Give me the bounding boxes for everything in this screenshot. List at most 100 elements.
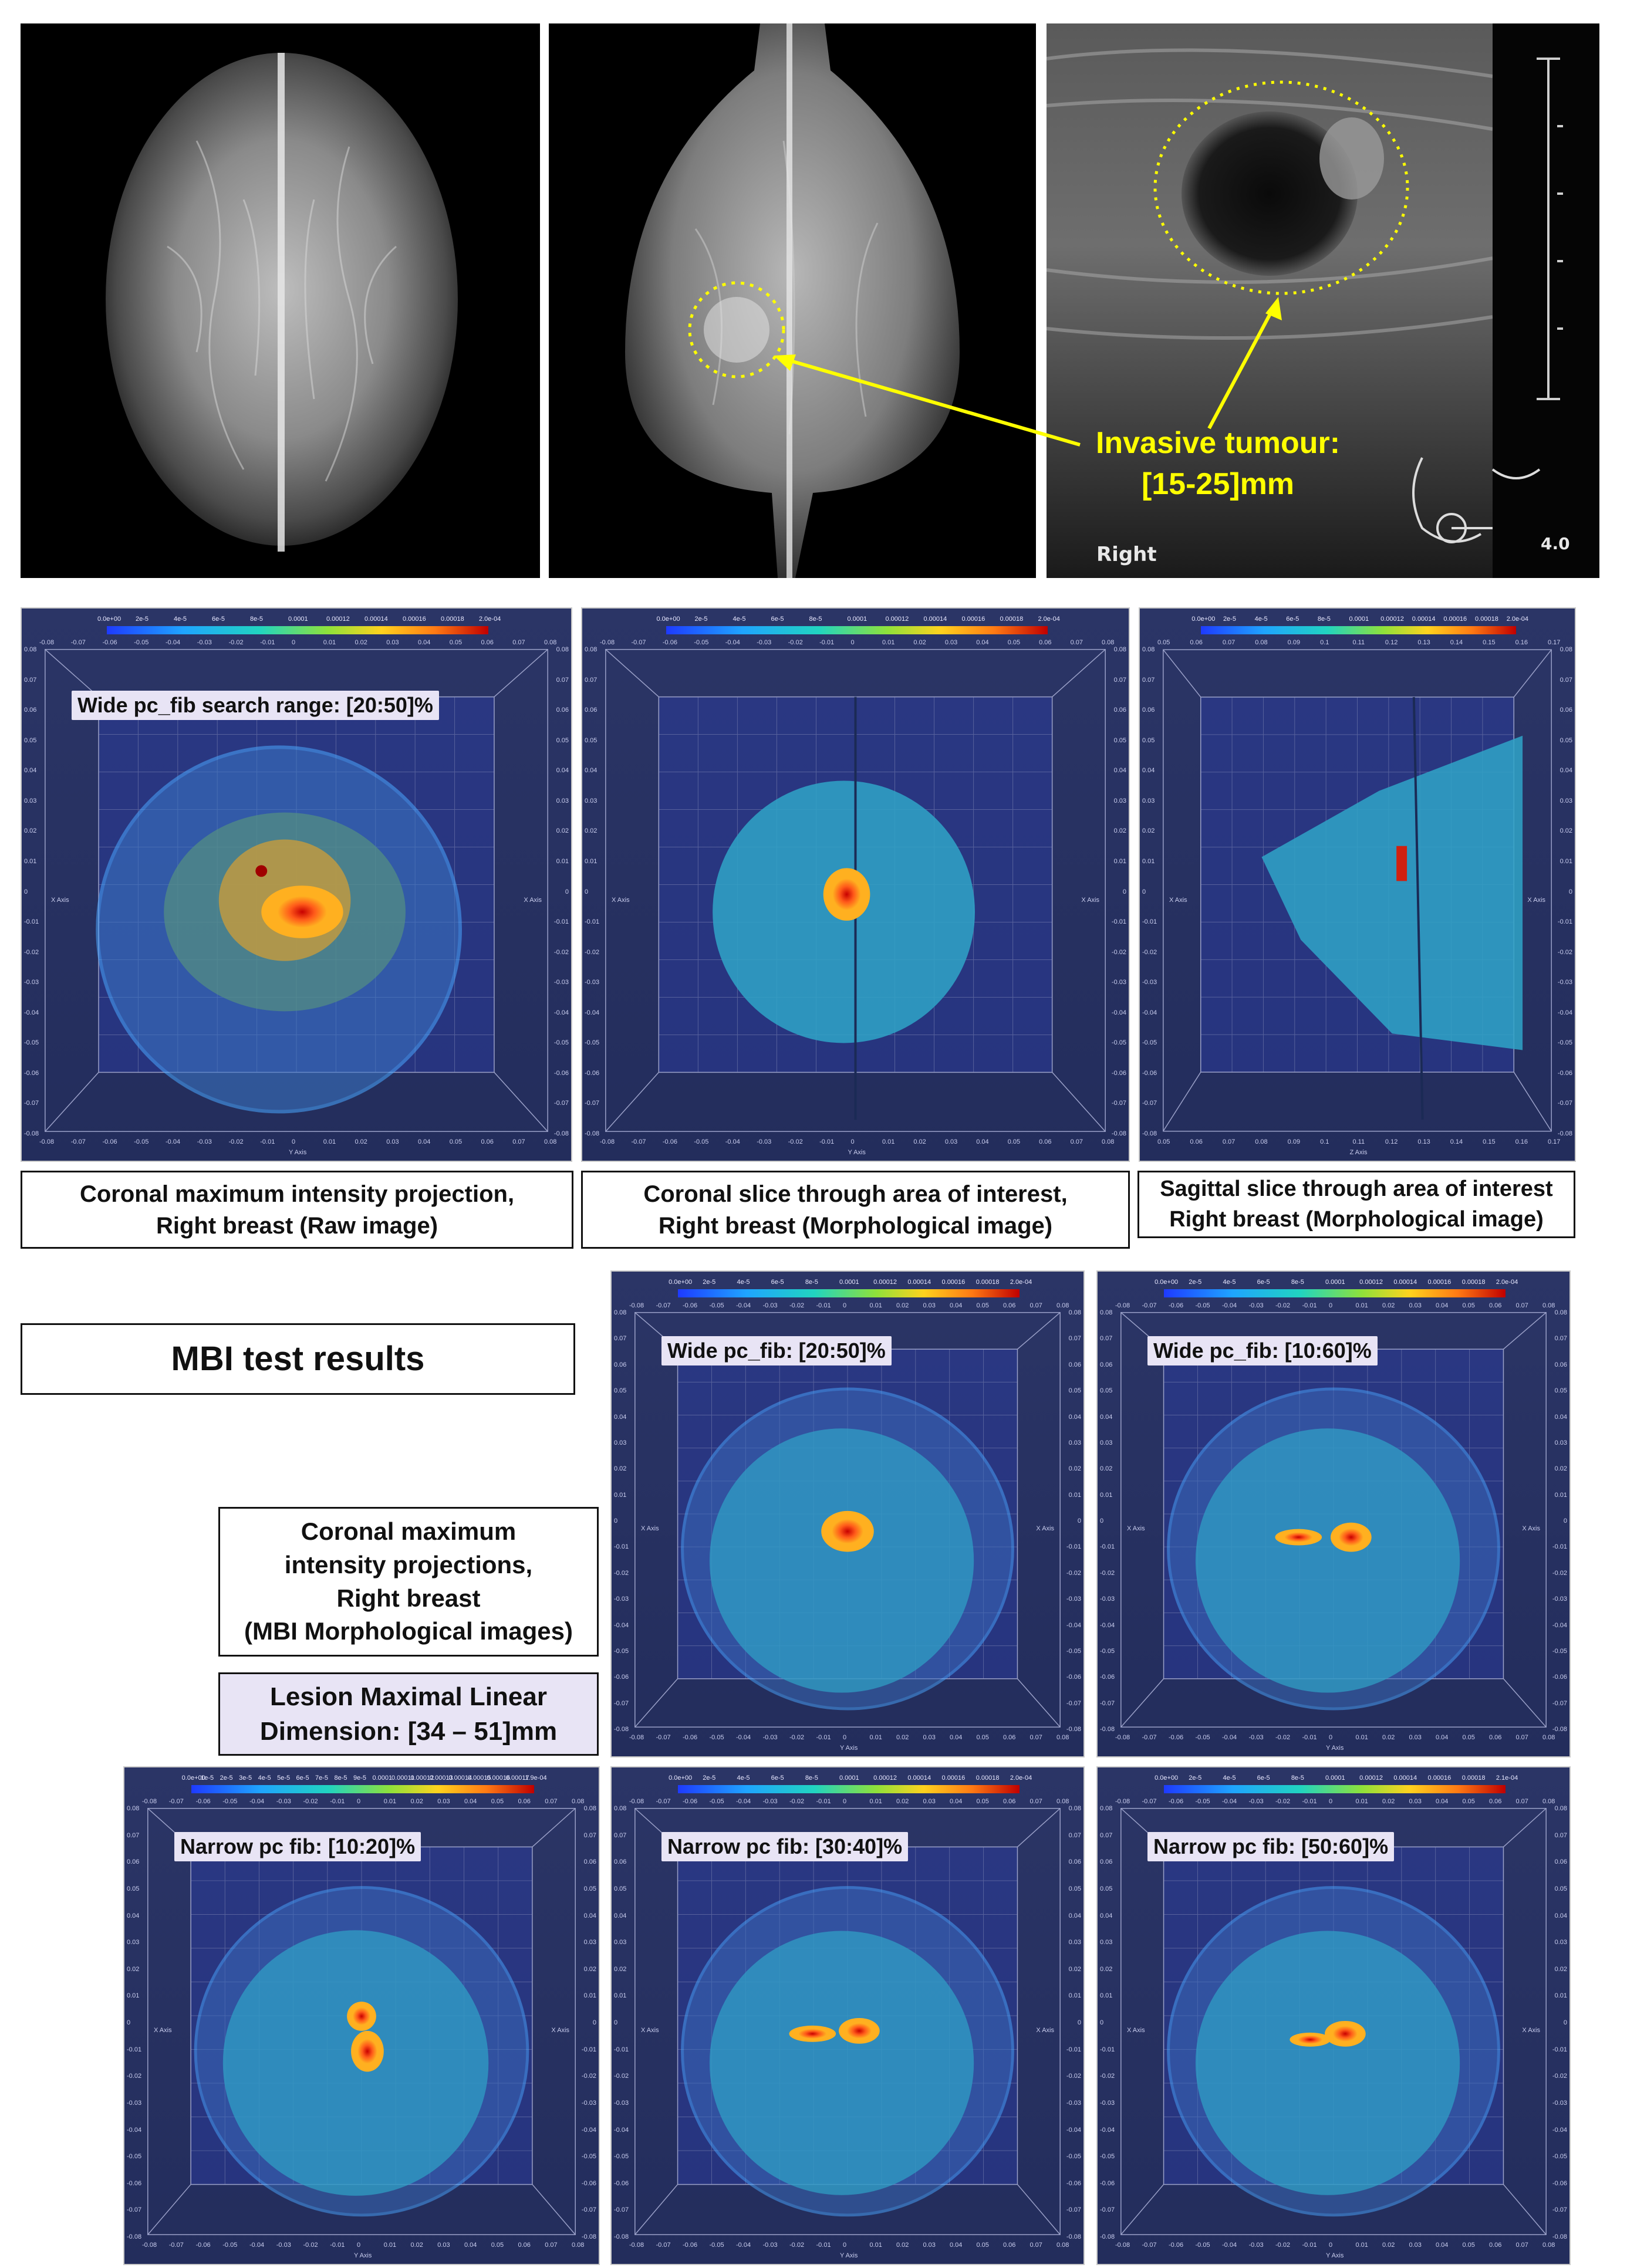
colorbar-tick: 0.0001 (288, 616, 308, 623)
axis-tick-label: -0.07 (656, 1734, 671, 1741)
axis-tick-label: -0.04 (1100, 2126, 1115, 2134)
axis-tick-label: -0.01 (1302, 2242, 1317, 2249)
axis-tick-label: 0.08 (1102, 639, 1115, 646)
colorbar-tick: 0.00018 (1000, 616, 1024, 623)
axis-tick-label: -0.05 (134, 1138, 149, 1145)
colorbar-tick: 2.0e-04 (1010, 1774, 1032, 1782)
axis-tick-label: 0.07 (1554, 1335, 1567, 1343)
axis-tick-label: -0.07 (581, 2206, 596, 2214)
axis-tick-label: 0.02 (913, 639, 926, 646)
axis-tick-label: -0.05 (1066, 2153, 1081, 2161)
axis-tick-label: -0.01 (553, 918, 569, 926)
axis-tick-label: 0.07 (1142, 676, 1155, 684)
axis-tick-label: 0.07 (1068, 1831, 1081, 1839)
axis-tick-label: -0.02 (1557, 948, 1572, 956)
axis-tick-label: 0.03 (583, 1939, 596, 1946)
axis-tick-label: -0.01 (1142, 918, 1157, 926)
axis-tick-label: -0.08 (553, 1130, 569, 1137)
axis-tick-label: 0.06 (1003, 1734, 1016, 1741)
panel-range-label: Wide pc_fib search range: [20:50]% (72, 691, 439, 720)
axis-tick-label: -0.08 (629, 1734, 644, 1741)
axis-tick-label: 0.05 (449, 1138, 463, 1145)
axis-tick-label: 0 (1568, 888, 1572, 895)
axis-tick-label: -0.03 (1248, 1302, 1264, 1309)
axis-tick-label: 0 (127, 2019, 131, 2026)
colorbar (1164, 1785, 1506, 1793)
axis-tick-label: 0.07 (556, 676, 569, 684)
axis-tick-label: -0.04 (1222, 1734, 1237, 1741)
axis-tick-label: -0.05 (709, 1734, 724, 1741)
axis-tick-label: -0.08 (585, 1130, 600, 1137)
axis-tick-label: 0.03 (923, 2242, 936, 2249)
axis-tick-label: 0.07 (1100, 1335, 1113, 1343)
axis-tick-label: 0.08 (24, 646, 37, 653)
axis-tick-label: -0.06 (1557, 1069, 1572, 1077)
colorbar-tick: 2e-5 (220, 1774, 233, 1782)
axis-tick-label: 0.04 (1142, 767, 1155, 775)
axis-tick-label: -0.02 (228, 1138, 244, 1145)
axis-tick-label: 0.06 (1190, 639, 1203, 646)
axis-tick-label: 0.01 (869, 1734, 882, 1741)
axis-name-label: X Axis (1522, 2027, 1540, 2034)
axis-tick-label: 0.07 (1222, 639, 1236, 646)
colorbar-tick: 0.00013 (429, 1774, 453, 1782)
axis-tick-label: -0.04 (736, 1302, 751, 1309)
colorbar-tick: 5e-5 (277, 1774, 291, 1782)
axis-tick-label: 0.06 (1489, 1734, 1502, 1741)
axis-tick-label: -0.01 (127, 2046, 142, 2053)
axis-tick-label: 0.03 (923, 1302, 936, 1309)
axis-tick-label: 0.08 (1102, 1138, 1115, 1145)
axis-tick-label: 0.05 (976, 1734, 989, 1741)
axis-tick-label: 0.08 (544, 639, 557, 646)
axis-tick-label: 0.01 (323, 639, 336, 646)
axis-tick-label: -0.06 (1169, 1734, 1184, 1741)
axis-tick-label: 0.02 (896, 1798, 909, 1805)
axis-tick-label: 0.07 (1515, 1798, 1528, 1805)
axis-name-label: X Axis (641, 2027, 659, 2034)
axis-tick-label: 0.01 (585, 857, 598, 865)
axis-tick-label: 0.14 (1450, 1138, 1463, 1145)
axis-tick-label: 0.03 (1068, 1439, 1081, 1446)
axis-tick-label: 0.04 (976, 639, 989, 646)
axis-tick-label: -0.03 (1066, 2099, 1081, 2107)
colorbar-tick: 0.00014 (1393, 1774, 1417, 1782)
axis-tick-label: 0 (357, 1798, 361, 1805)
colorbar-tick: 2.0e-04 (479, 616, 501, 623)
axis-name-label: X Axis (1522, 1525, 1540, 1532)
axis-tick-label: -0.03 (757, 1138, 772, 1145)
axis-tick-label: 0.16 (1515, 1138, 1528, 1145)
panel-scene (605, 648, 1106, 1132)
axis-tick-label: 0.07 (1515, 2242, 1528, 2249)
axis-tick-label: -0.07 (1142, 1798, 1157, 1805)
axis-tick-label: 0 (614, 2019, 618, 2026)
colorbar-tick: 0.0e+00 (181, 1774, 205, 1782)
axis-tick-label: 0.06 (556, 707, 569, 714)
axis-tick-label: 0.04 (585, 767, 598, 775)
axis-tick-label: 0 (1100, 2019, 1104, 2026)
axis-tick-label: 0.12 (1385, 639, 1398, 646)
axis-tick-label: 0.02 (1382, 1734, 1395, 1741)
colorbar-tick: 0.00015 (467, 1774, 491, 1782)
colorbar-tick: 8e-5 (334, 1774, 347, 1782)
axis-tick-label: -0.07 (631, 639, 646, 646)
colorbar-tick: 0.00018 (975, 1774, 1000, 1782)
axis-tick-label: -0.08 (1100, 2233, 1115, 2240)
axis-name-label: X Axis (1127, 1525, 1145, 1532)
axis-tick-label: 0 (292, 639, 296, 646)
mammogram-cc-view (21, 23, 540, 578)
colorbar (678, 1289, 1020, 1297)
colorbar-tick: 0.00012 (1380, 616, 1404, 623)
colorbar-tick: 0.0e+00 (669, 1774, 693, 1782)
colorbar-tick: 8e-5 (805, 1279, 818, 1286)
axis-tick-label: 0.02 (1100, 1965, 1113, 1973)
axis-tick-label: 0.05 (1462, 1734, 1475, 1741)
colorbar-tick: 0.00014 (907, 1279, 931, 1286)
axis-tick-label: -0.02 (789, 1798, 805, 1805)
axis-tick-label: -0.05 (1142, 1039, 1157, 1047)
axis-tick-label: 0.03 (386, 639, 399, 646)
axis-tick-label: -0.08 (24, 1130, 39, 1137)
colorbar-tick: 2e-5 (703, 1279, 716, 1286)
axis-tick-label: 0.08 (614, 1805, 627, 1812)
